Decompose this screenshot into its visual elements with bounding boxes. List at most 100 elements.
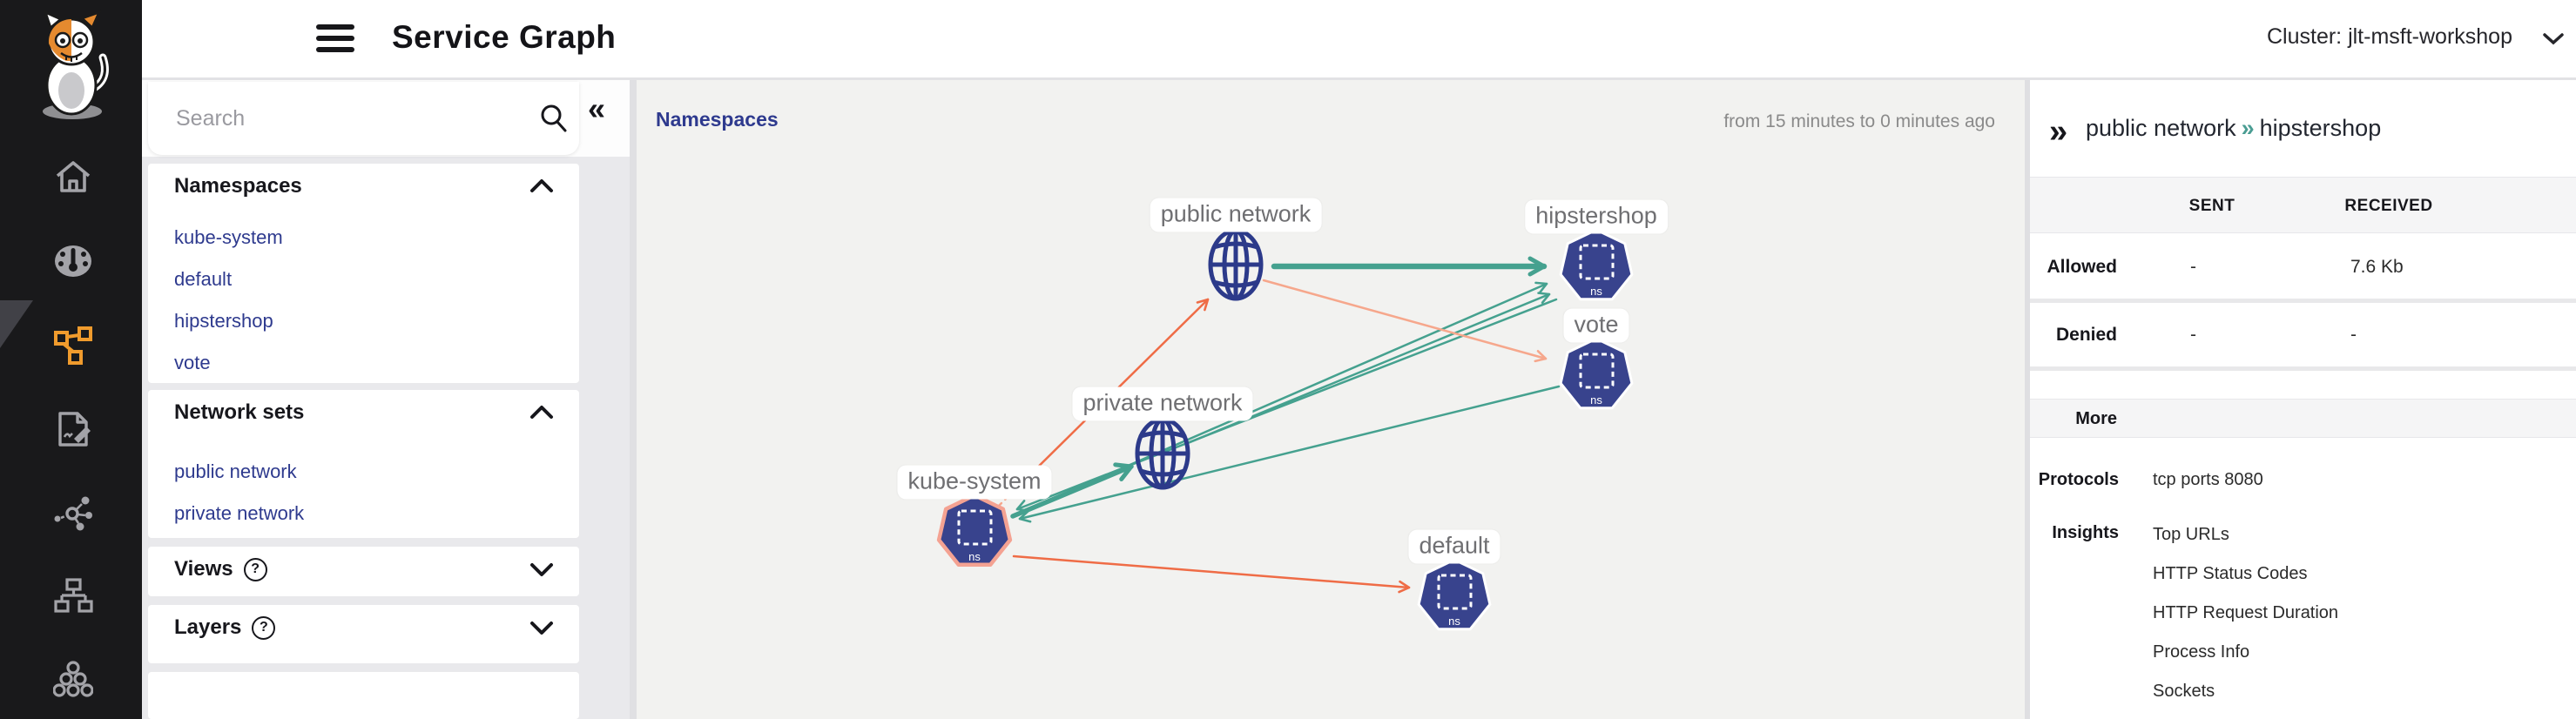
chevron-down-icon[interactable] — [529, 619, 555, 641]
more-section-header[interactable]: More — [2030, 399, 2576, 438]
help-icon[interactable]: ? — [252, 615, 276, 640]
sidebar-item-public-network[interactable]: public network — [174, 460, 297, 482]
breadcrumb-target: hipstershop — [2259, 115, 2382, 141]
connections-icon[interactable] — [53, 493, 93, 533]
node-label-vote: vote — [1563, 308, 1629, 343]
home-icon[interactable] — [53, 157, 93, 197]
edge-kube-system-to-default — [1012, 554, 1411, 594]
row-label-denied: Denied — [2055, 325, 2117, 345]
sidebar-item-private-network[interactable]: private network — [174, 502, 305, 524]
more-label: More — [2075, 409, 2117, 428]
node-label-kube-system: kube-system — [897, 465, 1052, 500]
sidebar-item-hipstershop[interactable]: hipstershop — [174, 310, 273, 332]
hierarchy-icon[interactable] — [53, 576, 93, 616]
sidebar-item-default[interactable]: default — [174, 268, 233, 290]
node-kube-system[interactable]: ns — [934, 492, 1015, 576]
protocols-value: tcp ports 8080 — [2153, 470, 2263, 489]
divider — [2030, 366, 2576, 371]
node-label-private-network: private network — [1072, 386, 1253, 421]
svg-text:ns: ns — [1448, 615, 1460, 628]
section-title-label: Layers — [174, 615, 242, 639]
page-title: Service Graph — [392, 19, 617, 55]
sidebar-section-layers: Layers? — [148, 605, 579, 663]
detail-panel: » public network»hipstershop SENT RECEIV… — [2025, 80, 2576, 719]
node-label-public-network: public network — [1150, 198, 1322, 232]
chevron-up-icon[interactable] — [529, 404, 555, 426]
section-items: public network private network — [148, 451, 579, 534]
service-graph-icon[interactable] — [53, 326, 93, 366]
denied-sent: - — [2190, 325, 2196, 345]
edge-breadcrumb: public network»hipstershop — [2086, 115, 2381, 142]
section-title[interactable]: Network sets — [174, 390, 304, 435]
insight-item[interactable]: Process Info — [2153, 642, 2250, 662]
protocols-label: Protocols — [2038, 470, 2119, 489]
menu-icon[interactable] — [316, 24, 354, 56]
insight-item[interactable]: HTTP Request Duration — [2153, 603, 2339, 622]
section-title[interactable]: Layers? — [174, 605, 276, 650]
section-title-label: Network sets — [174, 400, 305, 424]
node-label-default: default — [1408, 529, 1500, 564]
search-box — [148, 82, 579, 155]
insight-item[interactable]: Top URLs — [2153, 525, 2229, 544]
panel-divider — [630, 80, 637, 719]
breadcrumb-source: public network — [2086, 115, 2236, 141]
svg-text:ns: ns — [968, 550, 981, 563]
breadcrumb-separator-icon: » — [2241, 115, 2255, 141]
section-title-label: Namespaces — [174, 174, 302, 198]
insights-label: Insights — [2052, 523, 2119, 542]
row-label-allowed: Allowed — [2047, 257, 2117, 277]
section-items: kube-system default hipstershop vote — [148, 217, 579, 384]
denied-received: - — [2350, 325, 2357, 345]
node-vote[interactable]: ns — [1556, 335, 1636, 420]
node-label-hipstershop: hipstershop — [1525, 199, 1668, 234]
col-received: RECEIVED — [2344, 197, 2433, 215]
search-row: « — [142, 80, 633, 157]
flow-logs-icon[interactable] — [53, 409, 93, 449]
allowed-sent: - — [2190, 257, 2196, 277]
sidebar-item-vote[interactable]: vote — [174, 352, 211, 373]
sidebar-section-network-sets: Network sets public network private networ… — [148, 390, 579, 538]
active-nav-notch — [0, 300, 33, 348]
node-private-network[interactable] — [1128, 412, 1197, 500]
chevron-down-icon[interactable] — [529, 561, 555, 582]
node-hipstershop[interactable]: ns — [1556, 226, 1636, 311]
top-bar: Service Graph Cluster: jlt-msft-workshop — [142, 0, 2576, 80]
cluster-group-icon[interactable] — [52, 660, 94, 700]
edge-hipstershop-to-kube-system — [1015, 298, 1558, 512]
edge-vote-to-kube-system — [1018, 385, 1561, 523]
search-icon[interactable] — [538, 103, 568, 138]
allowed-received: 7.6 Kb — [2350, 257, 2404, 277]
divider — [2030, 299, 2576, 303]
table-header-row: SENT RECEIVED — [2030, 177, 2576, 233]
section-title[interactable]: Views? — [174, 547, 267, 592]
node-default[interactable]: ns — [1414, 556, 1494, 641]
sidebar: « Namespaces kube-system default hipstersho… — [142, 80, 633, 719]
graph-canvas[interactable]: public network ns hipstershop ns vote priv… — [633, 80, 2025, 719]
sidebar-item-kube-system[interactable]: kube-system — [174, 226, 283, 248]
dashboard-icon[interactable] — [53, 241, 93, 281]
insight-item[interactable]: HTTP Status Codes — [2153, 564, 2308, 583]
sidebar-section-empty — [148, 672, 579, 719]
canvas-view-label: Namespaces — [656, 108, 779, 131]
time-range-label[interactable]: from 15 minutes to 0 minutes ago — [1723, 111, 1995, 131]
cluster-selector[interactable]: Cluster: jlt-msft-workshop — [2267, 24, 2512, 49]
sidebar-section-namespaces: Namespaces kube-system default hipstershop v… — [148, 164, 579, 383]
section-title[interactable]: Namespaces — [174, 164, 302, 209]
edge-public-network-to-vote — [1262, 279, 1548, 363]
svg-text:ns: ns — [1590, 393, 1602, 407]
mascot-logo — [24, 5, 120, 131]
nav-rail — [0, 0, 142, 719]
section-title-label: Views — [174, 557, 233, 581]
help-icon[interactable]: ? — [243, 557, 267, 581]
search-input[interactable] — [176, 101, 524, 136]
svg-text:ns: ns — [1590, 285, 1602, 298]
chevron-down-icon[interactable] — [2542, 31, 2565, 51]
col-sent: SENT — [2188, 197, 2235, 215]
collapse-sidebar-icon[interactable]: « — [588, 91, 606, 126]
insight-item[interactable]: Sockets — [2153, 682, 2215, 701]
collapse-panel-icon[interactable]: » — [2049, 113, 2068, 150]
chevron-up-icon[interactable] — [529, 178, 555, 199]
node-public-network[interactable] — [1201, 223, 1271, 311]
